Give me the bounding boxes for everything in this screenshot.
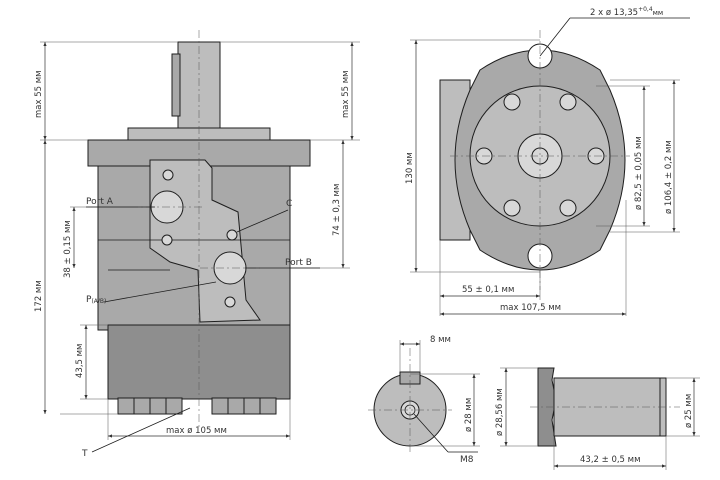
shaft-end-view: 8 мм ø 28 мм M8 [368, 335, 480, 465]
port-c-hole [226, 229, 238, 241]
shaft-length-label: 43,2 ± 0,5 мм [580, 455, 641, 465]
offset-label: 55 ± 0,1 мм [462, 285, 514, 295]
bolt-circle-label: ø 82,5 ± 0,05 мм [634, 136, 644, 210]
port-b-label: Port B [285, 258, 312, 268]
port-t-label: T [81, 449, 88, 459]
bolt-hole [559, 199, 577, 217]
end-diameter-label: ø 28 мм [464, 398, 474, 432]
shaft-side-view: ø 28,56 мм ø 25 мм 43,2 ± 0,5 мм [495, 367, 700, 470]
end-cover [117, 397, 277, 415]
shaft-key [171, 53, 181, 117]
pilot-diameter-label: ø 106,4 ± 0,2 мм [664, 140, 674, 214]
body-diameter-label: max ø 105 мм [166, 426, 227, 436]
mount-holes-label: 2 x ø 13,35+0,4мм [590, 6, 663, 18]
width-label: max 107,5 мм [500, 303, 561, 313]
front-height-label: 130 мм [405, 152, 415, 184]
side-diameter-label: ø 25 мм [684, 394, 694, 428]
front-view: 130 мм ø 82,5 ± 0,05 мм ø 106,4 ± 0,2 мм… [405, 6, 690, 316]
port-a-bolt-bottom [161, 234, 173, 246]
bolt-hole [503, 199, 521, 217]
port-p-label: P(A/B) [86, 295, 106, 305]
shaft-height-right-label: max 55 мм [341, 70, 351, 118]
key-width-label: 8 мм [430, 335, 451, 345]
port-a-bolt-top [162, 169, 174, 181]
thread-label: M8 [460, 455, 474, 465]
bolt-hole [559, 93, 577, 111]
side-view: max 55 мм max 55 мм 172 мм 38 ± 0,15 мм … [34, 30, 360, 459]
bolt-hole [503, 93, 521, 111]
rear-height-label: 43,5 мм [75, 344, 85, 378]
port-b-bolt [224, 296, 236, 308]
port-a-label: Port A [86, 197, 114, 207]
shaft-height-left-label: max 55 мм [34, 70, 44, 118]
key-height-label: ø 28,56 мм [495, 388, 505, 436]
port-c-label: C [286, 199, 292, 209]
total-height-label: 172 мм [34, 280, 44, 312]
port-axis-height-label: 38 ± 0,15 мм [63, 220, 73, 278]
flange-to-port-label: 74 ± 0,3 мм [332, 184, 342, 236]
